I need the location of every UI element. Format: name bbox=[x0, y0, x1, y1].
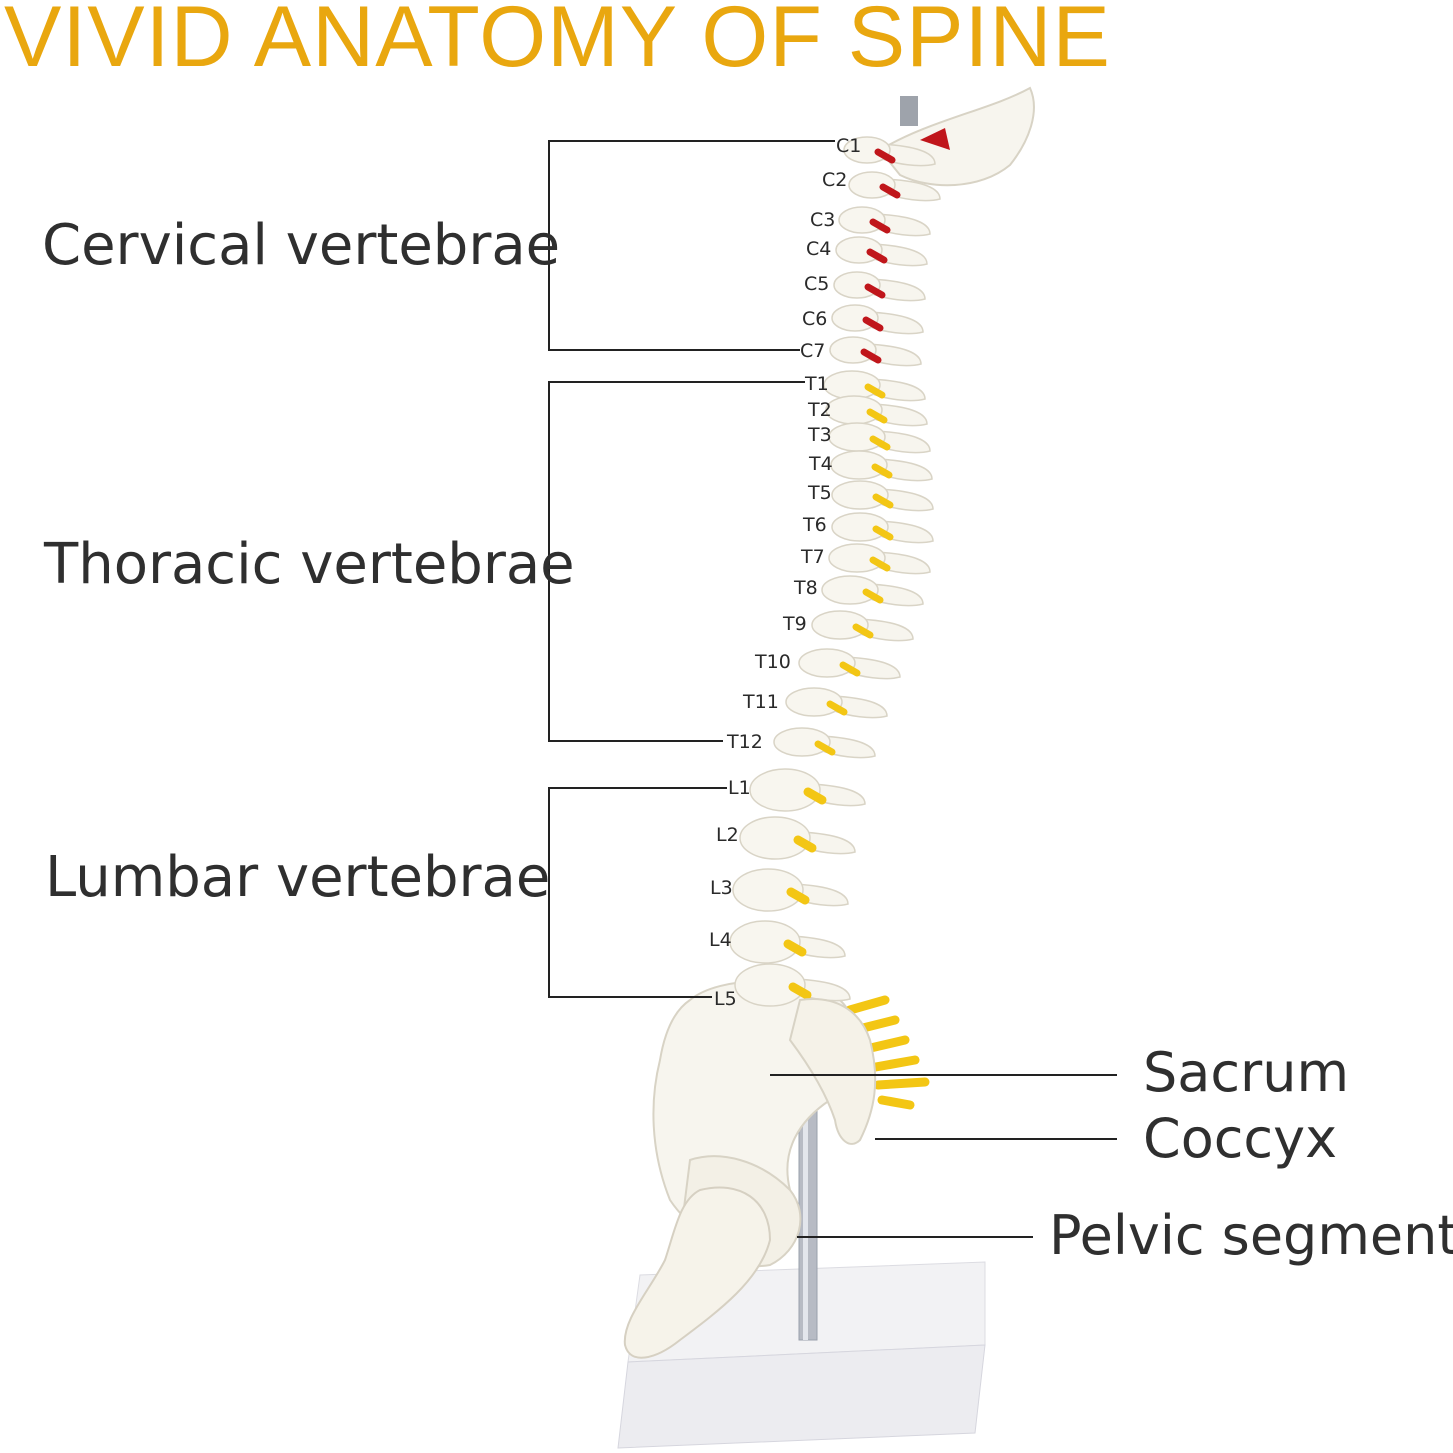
vertebral-body bbox=[729, 920, 801, 964]
lumbar-bracket bbox=[548, 787, 727, 998]
vertebra-label-c4: C4 bbox=[806, 238, 831, 260]
pelvic-segment-label: Pelvic segment bbox=[1049, 1204, 1453, 1267]
vertebra-label-t6: T6 bbox=[802, 514, 827, 536]
vertebral-body bbox=[831, 304, 879, 332]
page-title: VIVID ANATOMY OF SPINE bbox=[4, 0, 1111, 85]
vertebra-label-c1: C1 bbox=[836, 135, 861, 157]
sacrum-label: Sacrum bbox=[1143, 1041, 1350, 1104]
nerve-root bbox=[862, 316, 884, 332]
nerve-root bbox=[871, 463, 893, 479]
vertebral-body bbox=[785, 687, 843, 717]
vertebra-label-l2: L2 bbox=[716, 824, 739, 846]
vertebral-body bbox=[828, 422, 886, 452]
nerve-root bbox=[869, 556, 891, 572]
vertebral-body bbox=[833, 271, 881, 299]
vertebra-label-t10: T10 bbox=[754, 651, 791, 673]
vertebral-body bbox=[848, 171, 896, 199]
vertebral-body bbox=[739, 816, 811, 860]
vertebra-label-c2: C2 bbox=[822, 169, 847, 191]
vertebral-body bbox=[831, 480, 889, 510]
vertebral-body bbox=[838, 206, 886, 234]
nerve-root bbox=[862, 588, 884, 604]
nerve-root bbox=[786, 887, 810, 905]
nerve-root bbox=[803, 787, 827, 805]
thoracic-vertebrae-label: Thoracic vertebrae bbox=[44, 532, 575, 597]
vertebral-body bbox=[821, 575, 879, 605]
lumbar-vertebrae-label: Lumbar vertebrae bbox=[45, 845, 551, 910]
vertebral-body bbox=[825, 395, 883, 425]
nerve-root bbox=[864, 383, 886, 399]
vertebral-body bbox=[835, 236, 883, 264]
vertebra-label-c5: C5 bbox=[804, 273, 829, 295]
coccyx-label: Coccyx bbox=[1143, 1107, 1338, 1170]
vertebra-label-t9: T9 bbox=[782, 613, 807, 635]
nerve-root bbox=[860, 348, 882, 364]
vertebra-label-t5: T5 bbox=[807, 482, 832, 504]
nerve-root bbox=[852, 623, 874, 639]
nerve-root bbox=[864, 283, 886, 299]
vertebral-body bbox=[732, 868, 804, 912]
vertebra-label-t3: T3 bbox=[807, 424, 832, 446]
sacrum-bone bbox=[788, 998, 877, 1145]
nerve-root bbox=[869, 435, 891, 451]
vertebral-body bbox=[830, 450, 888, 480]
thoracic-bracket bbox=[548, 381, 805, 742]
nerve-root bbox=[783, 939, 807, 957]
nerve-root bbox=[879, 183, 901, 199]
vertebra-label-t8: T8 bbox=[793, 577, 818, 599]
vertebral-body bbox=[843, 136, 891, 164]
vertebra-label-l1: L1 bbox=[728, 777, 751, 799]
vertebra-label-t12: T12 bbox=[726, 731, 763, 753]
vertebra-label-t1: T1 bbox=[804, 373, 829, 395]
vertebra-label-c6: C6 bbox=[802, 308, 827, 330]
vertebral-body bbox=[823, 370, 881, 400]
vertebra-label-group: C1C2C3C4C5C6C7T1T2T3T4T5T6T7T8T9T10T11T1… bbox=[709, 135, 861, 1010]
skull-base bbox=[878, 86, 1035, 187]
nerve-root bbox=[793, 835, 817, 853]
nerve-root bbox=[814, 740, 836, 756]
vertebra-label-l3: L3 bbox=[710, 877, 733, 899]
vertebral-body bbox=[734, 963, 806, 1007]
nerve-root bbox=[872, 493, 894, 509]
vertebral-body bbox=[829, 336, 877, 364]
vertebra-label-t4: T4 bbox=[808, 453, 833, 475]
vertebra-label-t11: T11 bbox=[742, 691, 779, 713]
nerve-root bbox=[866, 248, 888, 264]
bracket-lines bbox=[548, 140, 1117, 1238]
nerve-root bbox=[839, 661, 861, 677]
vertebral-body bbox=[831, 512, 889, 542]
vertebral-body bbox=[798, 648, 856, 678]
vertebral-body bbox=[811, 610, 869, 640]
vertebral-body bbox=[773, 727, 831, 757]
vertebral-body bbox=[749, 768, 821, 812]
nerve-root bbox=[869, 218, 891, 234]
cervical-vertebrae-label: Cervical vertebrae bbox=[42, 213, 561, 278]
nerve-root bbox=[874, 148, 896, 164]
vertebra-label-c7: C7 bbox=[800, 340, 825, 362]
vertebra-label-c3: C3 bbox=[810, 209, 835, 231]
vertebra-label-t7: T7 bbox=[800, 546, 825, 568]
vertebra-label-l5: L5 bbox=[714, 988, 737, 1010]
cervical-bracket bbox=[548, 140, 835, 351]
nerve-root bbox=[866, 408, 888, 424]
nerve-root bbox=[872, 525, 894, 541]
vertebra-chain bbox=[729, 136, 941, 1007]
vertebra-label-l4: L4 bbox=[709, 929, 732, 951]
vertebra-label-t2: T2 bbox=[807, 399, 832, 421]
nerve-root bbox=[826, 700, 848, 716]
vertebral-body bbox=[828, 543, 886, 573]
nerve-root bbox=[788, 982, 812, 1000]
